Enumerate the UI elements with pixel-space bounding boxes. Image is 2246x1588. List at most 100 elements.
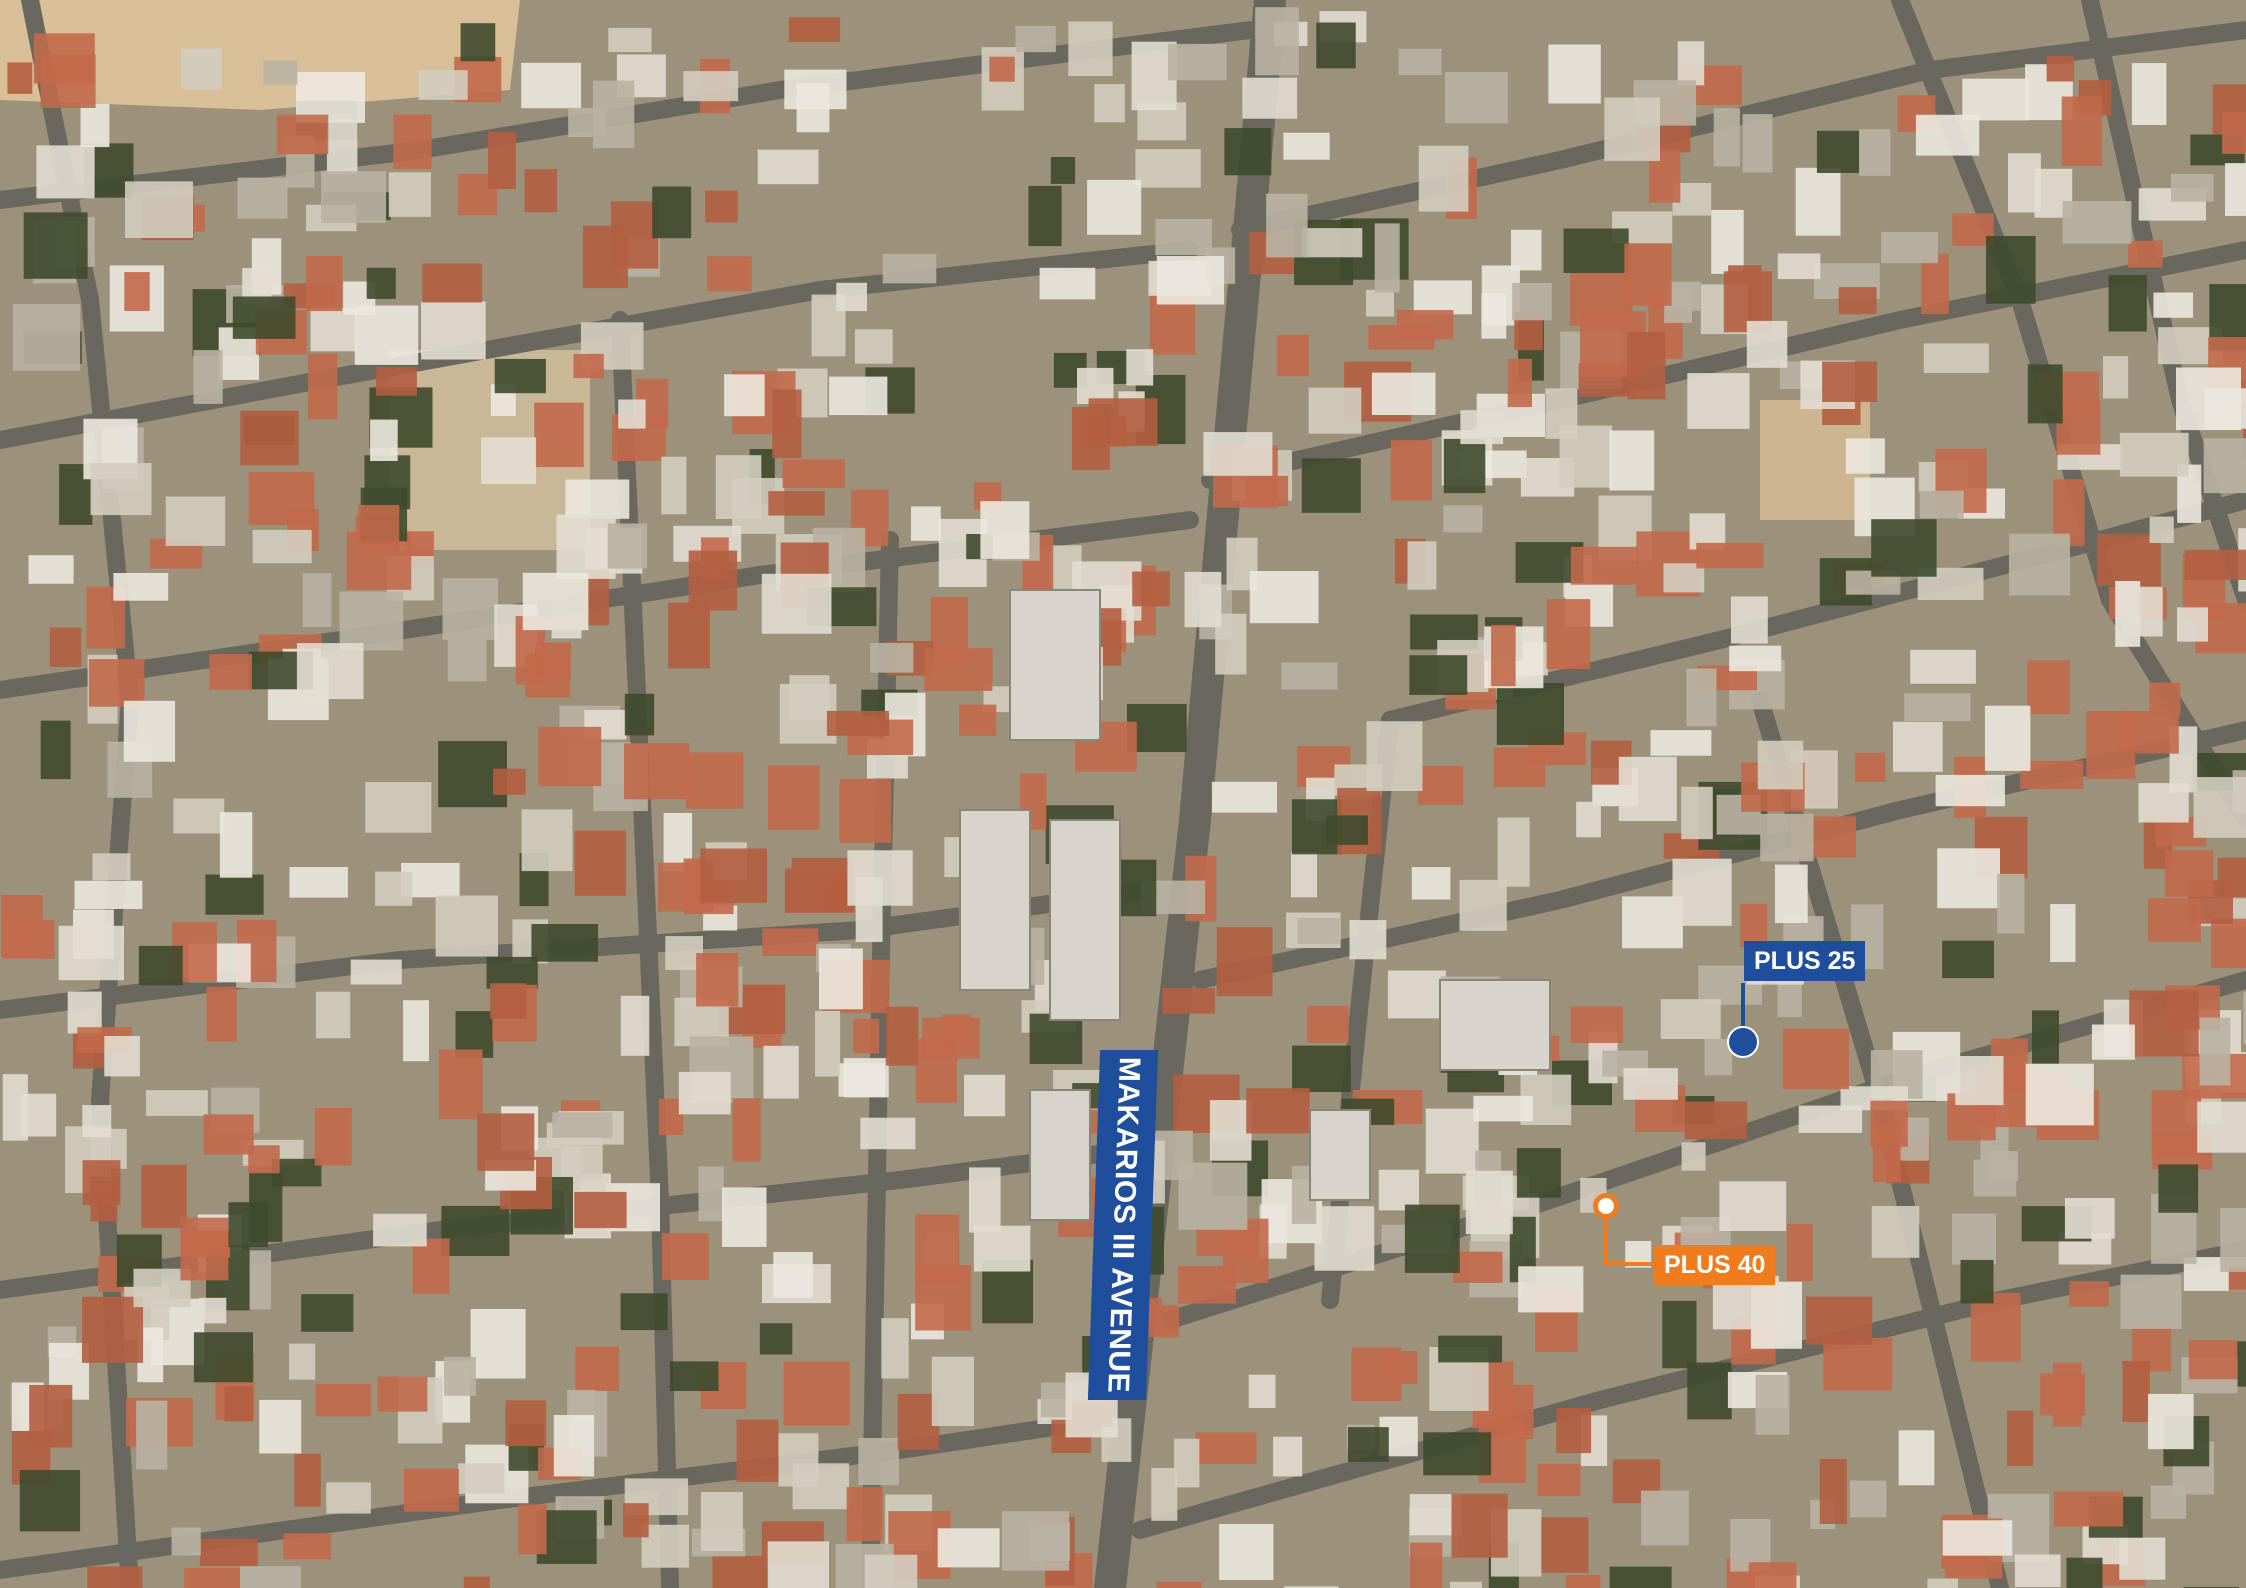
building [82,1160,121,1205]
building [1822,361,1878,402]
building [1845,438,1885,474]
building [565,479,630,519]
building [1219,1524,1274,1580]
building [259,1399,302,1454]
building [1838,287,1877,315]
location-pin-plus-40[interactable] [1593,1193,1619,1219]
building [881,1318,909,1379]
building [36,145,95,199]
building [1245,475,1289,506]
building [1094,84,1125,123]
building [1666,281,1701,311]
building [58,925,125,981]
building [815,1010,841,1077]
building [88,659,145,707]
building [784,69,847,110]
building [1459,879,1507,931]
building [193,1332,253,1383]
building [2149,516,2174,543]
building [326,118,358,175]
building [1249,571,1319,624]
building [1713,108,1740,167]
building [1870,1100,1908,1147]
building [1349,920,1387,960]
building [1729,645,1782,672]
building [375,871,413,906]
building [305,256,343,312]
building [864,1554,918,1588]
building [2177,607,2208,642]
building [302,573,332,627]
building [1378,1169,1419,1211]
building [1273,1436,1303,1477]
building [1168,43,1227,81]
building [1211,781,1277,813]
building [1623,1068,1678,1100]
building [839,778,892,843]
building [2056,400,2101,455]
building [2149,682,2181,715]
building [2243,992,2246,1044]
building [2220,1208,2246,1272]
building [237,177,288,219]
building [552,1112,613,1138]
building [203,1114,254,1155]
building [1162,987,1216,1014]
marker-label-plus-25[interactable]: PLUS 25 [1744,941,1866,981]
building [505,1400,547,1447]
building [1662,1300,1697,1369]
building [1281,662,1338,690]
building [296,71,365,123]
building [40,720,71,780]
building [1174,1438,1200,1488]
building [1609,1566,1672,1588]
building [2027,364,2063,424]
building [1277,334,1309,377]
building [1481,293,1507,339]
building [1443,505,1483,533]
building [1537,1463,1581,1497]
building [980,501,1030,559]
building [2061,96,2102,166]
building [826,710,890,736]
building [2046,56,2074,82]
building [768,491,825,516]
building [1196,1227,1258,1257]
building [1576,801,1601,838]
building [2069,1281,2109,1307]
building [1283,132,1330,160]
building [180,48,223,90]
building [521,62,582,109]
building [2165,849,2214,897]
building [1962,78,2029,121]
building [705,190,738,223]
building [104,1036,140,1077]
building [924,648,993,691]
location-pin-plus-25[interactable] [1727,1026,1759,1058]
building [1511,229,1542,271]
building [1156,1581,1202,1588]
building [1819,1459,1847,1524]
building [1942,940,1994,979]
building [1687,1362,1732,1420]
building [294,1453,321,1507]
building [575,1346,619,1391]
building [1507,358,1532,408]
road-label-text: MAKARIOS III AVENUE [1101,1056,1146,1394]
building [1209,1100,1252,1161]
building [1301,458,1361,513]
building [165,496,226,546]
building [788,17,841,42]
marker-label-plus-40[interactable]: PLUS 40 [1654,1245,1776,1285]
building [1910,649,1976,684]
building [1731,596,1768,644]
building [715,455,762,519]
building [2121,587,2163,637]
building [1881,231,1938,264]
building [2118,710,2179,754]
building [531,924,598,962]
building [964,1074,1006,1117]
building [2064,1198,2115,1239]
